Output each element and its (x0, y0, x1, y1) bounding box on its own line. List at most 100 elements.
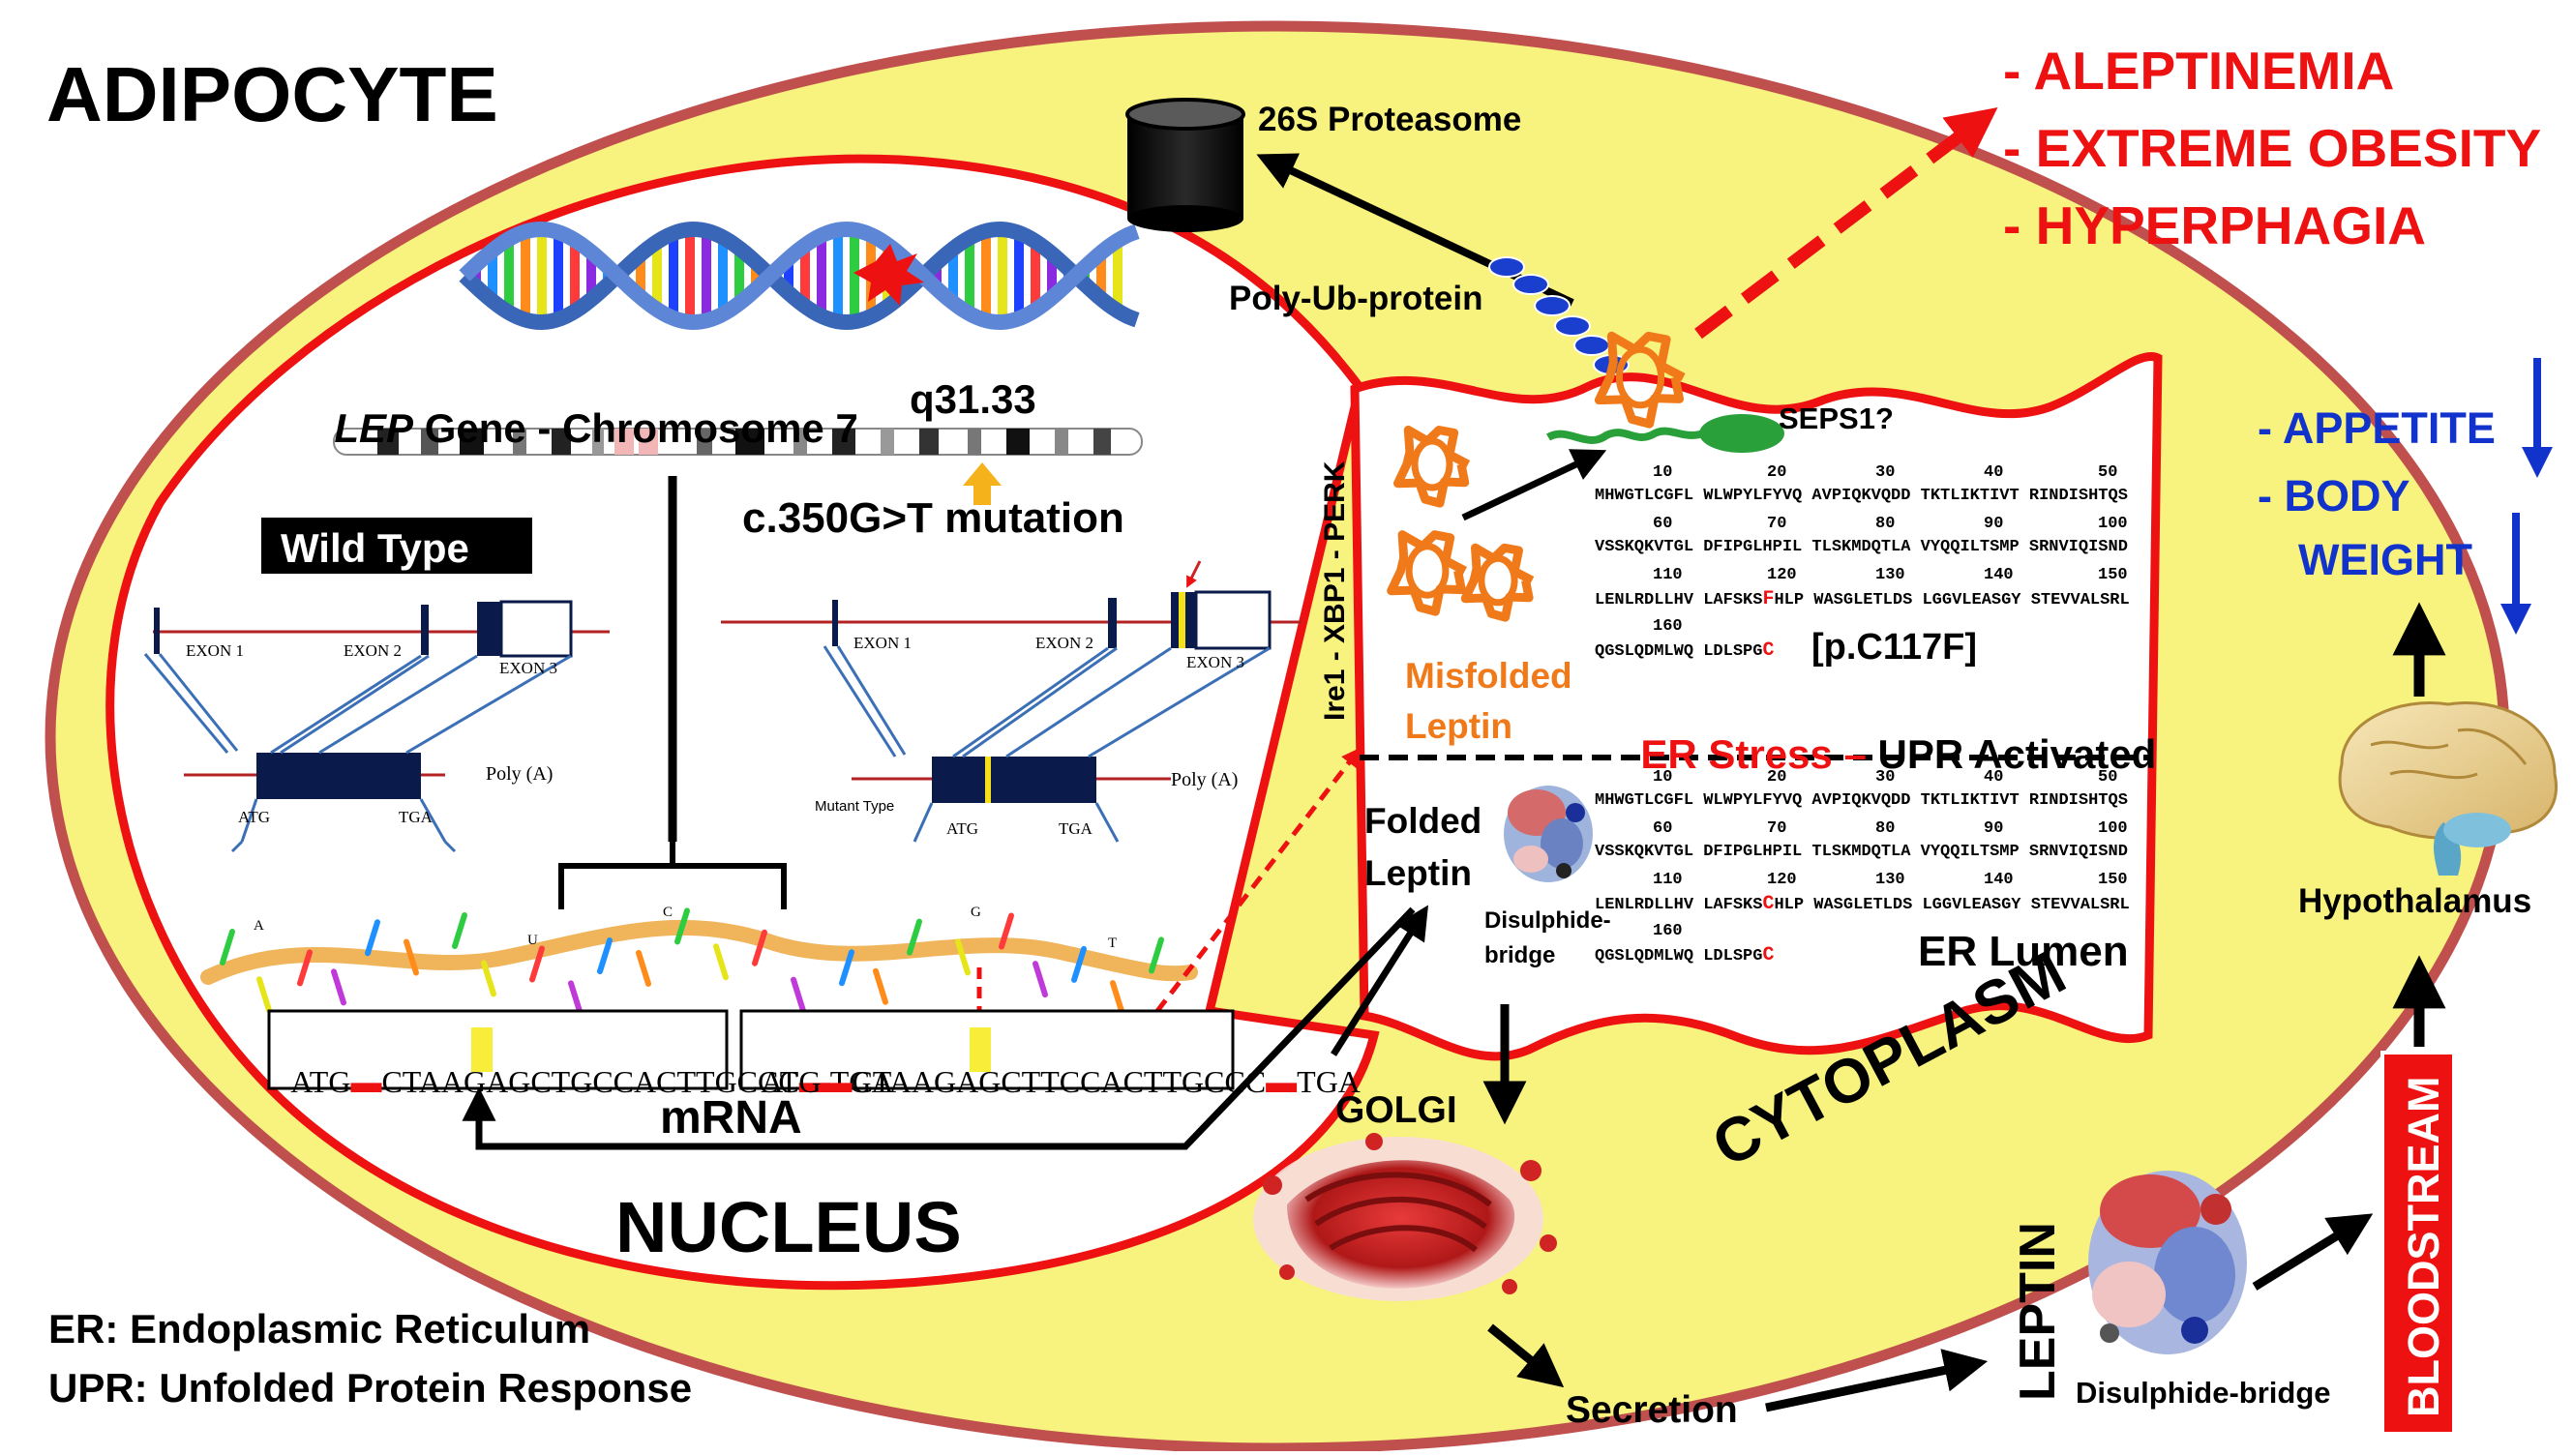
mt-poly-a: Poly (A) (1171, 769, 1239, 790)
sequence-position-number: 150 (2098, 871, 2128, 889)
mrna-nucleotide (220, 929, 235, 966)
golgi-icon (1253, 1133, 1557, 1301)
mutant-type-label: Mutant Type (815, 798, 895, 815)
base-a: A (254, 918, 264, 934)
sequence-position-number: 30 (1875, 768, 1896, 787)
mrna-nucleotide (452, 911, 467, 949)
seq-highlight-base: G (570, 1064, 593, 1099)
folded-label-1: Folded (1364, 801, 1482, 841)
mutation-protein-label: [p.C117F] (1811, 627, 1978, 668)
sequence-segment: HLP WASGLETLDS LGGVLEASGY STEVVALSRL (1774, 591, 2130, 609)
sequence-line: QGSLQDMLWQ LDLSPGC (1595, 946, 1774, 966)
mrna-nucleotide (297, 949, 313, 987)
sequence-line: MHWGTLCGFL WLWPYLFYVQ AVPIQKVQDD TKTLIKT… (1595, 792, 2128, 809)
disulphide-label-1: Disulphide- (1484, 907, 1611, 934)
sequence-segment: VSSKQKVTGL DFIPGLHPIL TLSKMDQTLA VYQQILT… (1595, 538, 2128, 556)
locus-label: q31.33 (910, 376, 1036, 422)
highlighted-residue: C (1762, 893, 1775, 915)
sequence-line: LENLRDLLHV LAFSKSCHLP WASGLETLDS LGGVLEA… (1595, 895, 2130, 914)
mrna-label: mRNA (660, 1092, 802, 1144)
sequence-position-number: 100 (2098, 515, 2128, 533)
proteasome-icon (1125, 98, 1245, 232)
seps1-label: SEPS1? (1779, 401, 1894, 435)
misfolded-label-2: Leptin (1405, 706, 1512, 746)
secreted-leptin-protein-icon (2088, 1171, 2247, 1354)
mt-exon2: EXON 2 (1035, 634, 1093, 652)
mutation-star-icon (853, 244, 924, 306)
sequence-position-number: 10 (1653, 768, 1673, 787)
mutant-sequence: ATG▬CTAAGAGCTTCCACTTGCCC▬TGA (747, 1035, 1361, 1097)
misfolded-leptin-blob (1387, 530, 1467, 616)
base-c: C (663, 905, 673, 920)
sequence-position-number: 30 (1875, 463, 1896, 482)
mrna-nucleotide (839, 949, 854, 987)
chromosome-7 (333, 428, 1143, 456)
base-u: U (527, 933, 538, 948)
mutant-export-arrow (1155, 747, 1362, 1013)
seq-end: TGA (829, 1064, 894, 1099)
sequence-segment: LENLRDLLHV LAFSKS (1595, 591, 1763, 609)
mrna-nucleotide (1149, 936, 1164, 974)
highlighted-residue: C (1762, 639, 1775, 662)
sequence-position-number: 40 (1984, 463, 2004, 482)
sequence-position-number: 60 (1653, 515, 1673, 533)
sequence-line: VSSKQKVTGL DFIPGLHPIL TLSKMDQTLA VYQQILT… (1595, 844, 2128, 860)
seq-end: TGA (1297, 1064, 1361, 1099)
bloodstream-bar (2380, 1051, 2456, 1436)
mrna-nucleotide (597, 937, 613, 975)
wt-exon1: EXON 1 (186, 641, 244, 660)
er-stress-text: ER Stress – (1640, 731, 1867, 777)
sequence-segment: MHWGTLCGFL WLWPYLFYVQ AVPIQKVQDD TKTLIKT… (1595, 791, 2128, 810)
brain-icon (2338, 701, 2558, 876)
sequence-position-number: 130 (1875, 871, 1905, 889)
mrna-nucleotide (256, 976, 272, 1014)
hypothalamus-label: Hypothalamus (2298, 882, 2532, 920)
mrna-nucleotide (791, 976, 806, 1014)
base-g: G (971, 905, 981, 920)
legend-upr: UPR: Unfolded Protein Response (48, 1365, 693, 1411)
sequence-position-number: 120 (1767, 871, 1797, 889)
misfolded-leptin-blob (1393, 425, 1471, 508)
wild-sequence: ATG▬CTAAGAGCTGCCACTTGCCC▬TGA (277, 1035, 893, 1097)
poly-ub-label: Poly-Ub-protein (1229, 280, 1483, 317)
sequence-position-number: 160 (1653, 617, 1683, 636)
wt-poly-a: Poly (A) (486, 763, 554, 785)
sequence-position-number: 80 (1875, 819, 1896, 838)
misfolded-label-1: Misfolded (1405, 656, 1572, 696)
effect-weight: WEIGHT (2298, 535, 2472, 584)
sequence-position-number: 110 (1653, 566, 1683, 584)
mrna-nucleotide (873, 967, 888, 1005)
seq-start: ATG (290, 1064, 351, 1099)
disulphide-label-2: bridge (1484, 942, 1556, 968)
bloodstream-label: BLOODSTREAM (2399, 1076, 2448, 1418)
sequence-position-number: 120 (1767, 566, 1797, 584)
cell-title: ADIPOCYTE (46, 51, 498, 137)
sequence-position-number: 90 (1984, 515, 2004, 533)
gene-name: LEP (334, 405, 414, 451)
sequence-position-number: 10 (1653, 463, 1673, 482)
sequence-segment: MHWGTLCGFL WLWPYLFYVQ AVPIQKVQDD TKTLIKT… (1595, 487, 2128, 505)
highlighted-residue: C (1762, 944, 1775, 966)
sequence-position-number: 80 (1875, 515, 1896, 533)
sequence-position-number: 50 (2098, 768, 2118, 787)
effect-body: - BODY (2258, 471, 2410, 520)
dna-backbone (459, 221, 1140, 330)
nucleus-label: NUCLEUS (615, 1187, 962, 1267)
sequence-position-number: 40 (1984, 768, 2004, 787)
seq-pre: CTAAGAGCT (381, 1064, 571, 1099)
sequence-position-number: 20 (1767, 463, 1787, 482)
ubiquitinated-leptin-blob (1615, 345, 1665, 409)
seq-dash: ▬ (798, 1064, 830, 1099)
mrna-nucleotide (1110, 980, 1125, 1018)
seq-start: ATG (761, 1064, 822, 1099)
wild-type-label: Wild Type (281, 525, 469, 571)
folded-leptin-arrow (1331, 905, 1429, 1056)
er-lumen-label: ER Lumen (1918, 928, 2129, 975)
legend-er: ER: Endoplasmic Reticulum (48, 1306, 591, 1352)
sequence-line: MHWGTLCGFL WLWPYLFYVQ AVPIQKVQDD TKTLIKT… (1595, 488, 2128, 504)
mrna-nucleotide (752, 929, 767, 966)
mutation-label: c.350G>T mutation (742, 494, 1124, 542)
leptin-label: LEPTIN (2010, 1222, 2066, 1401)
sequence-segment: QGSLQDMLWQ LDLSPG (1595, 947, 1763, 966)
